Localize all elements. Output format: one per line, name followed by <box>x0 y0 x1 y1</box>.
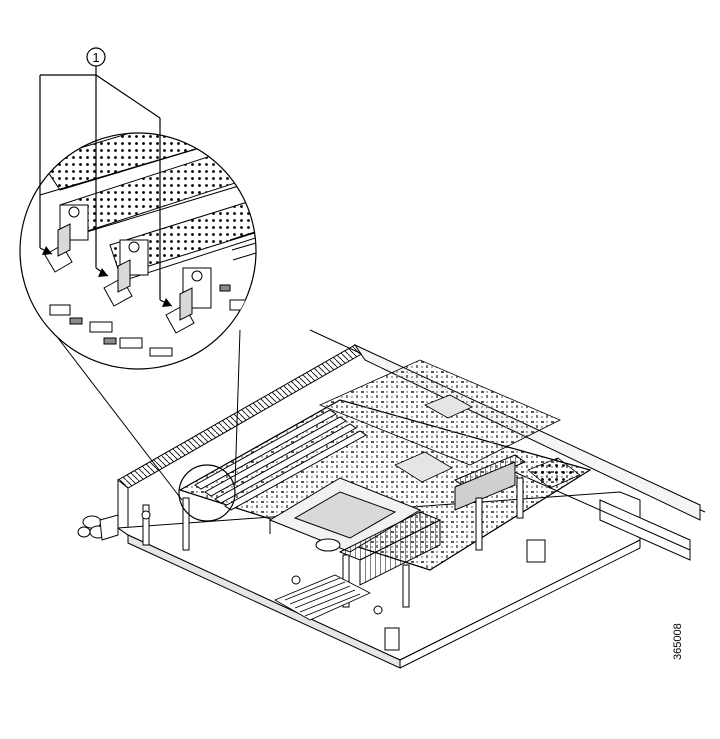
ejector-handle <box>77 514 119 541</box>
zoom-edge <box>229 231 256 261</box>
zoom-detail <box>19 132 257 370</box>
label-plate <box>274 574 371 621</box>
callout-circle <box>86 47 106 67</box>
secondary-heatsink <box>453 454 527 511</box>
latch-1 <box>44 204 89 273</box>
zoom-source-circle <box>178 464 236 522</box>
standoff-posts <box>141 477 524 615</box>
dimm-slots <box>194 409 367 511</box>
zoom-pcb <box>49 284 247 357</box>
latch-3 <box>165 267 212 334</box>
callout-number: 1 <box>92 50 99 65</box>
latch-2 <box>103 239 149 307</box>
cpu-heatsink <box>268 477 442 586</box>
callout-arrowheads <box>42 246 172 307</box>
figure-id: 365008 <box>672 623 684 660</box>
zoom-connector-lines <box>47 324 241 501</box>
callout-1 <box>39 65 173 307</box>
